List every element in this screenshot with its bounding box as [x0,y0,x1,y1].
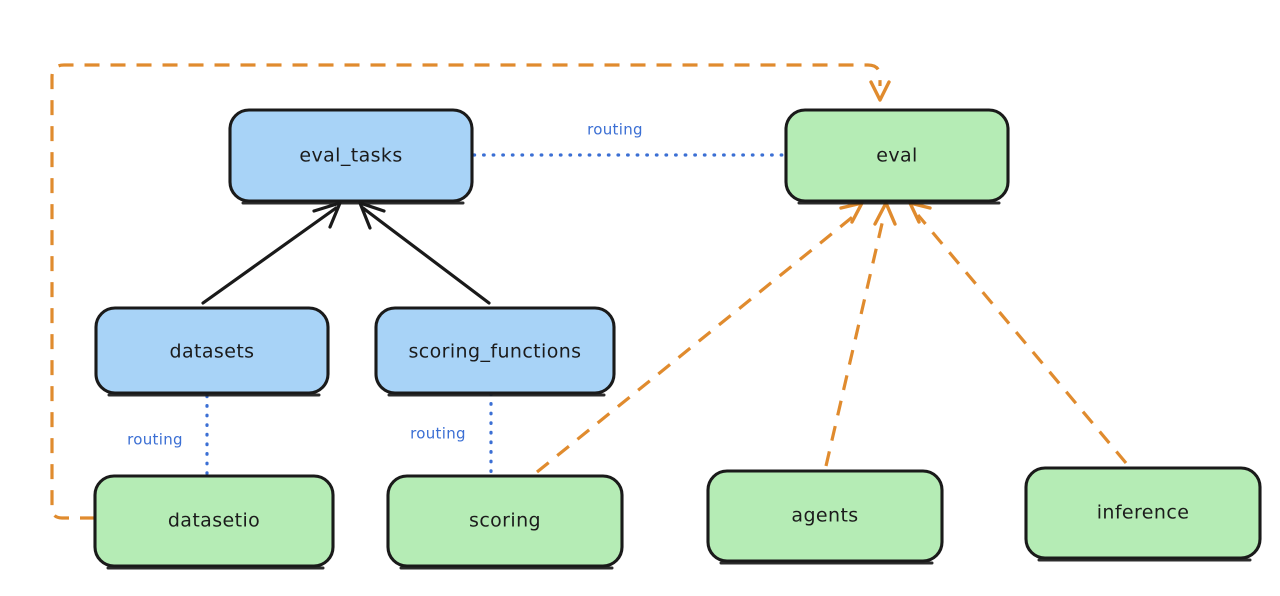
node-scoring[interactable]: scoring [386,474,624,570]
node-inference[interactable]: inference [1024,466,1262,562]
edge-label-routing-datasets: routing [127,431,183,449]
edge-datasetio-to-eval-arrowhead [869,80,891,102]
node-agents-shape [706,469,944,563]
edge-scoring-to-eval-line [535,213,857,474]
node-agents[interactable]: agents [706,469,944,565]
node-eval-tasks-shape [228,108,474,203]
dependency-edges [50,63,1128,520]
node-scoring-functions-label: scoring_functions [409,341,582,363]
edge-inference-to-eval [908,201,1128,465]
solid-edges [201,201,491,305]
node-eval-label: eval [876,145,917,167]
node-scoring-functions[interactable]: scoring_functions [374,306,616,397]
node-inference-label: inference [1097,502,1190,524]
node-scoring-functions-shape [374,306,616,395]
node-scoring-shape [386,474,624,568]
node-agents-label: agents [791,505,858,527]
edge-inference-to-eval-line [916,213,1128,465]
node-datasets[interactable]: datasets [94,306,330,397]
node-eval-tasks[interactable]: eval_tasks [228,108,474,205]
node-eval[interactable]: eval [784,108,1010,205]
node-eval-shape [784,108,1010,203]
node-datasetio-shape [93,474,335,568]
edge-agents-to-eval-arrowhead [873,201,897,226]
edge-datasets-to-eval-tasks [201,201,342,305]
node-datasets-shape [94,306,330,395]
edge-datasetio-to-eval [50,63,891,520]
edge-datasetio-to-eval-line [50,63,882,520]
node-datasetio-label: datasetio [168,510,260,532]
edge-datasets-to-eval-tasks-line [201,206,338,305]
edge-agents-to-eval-line [824,214,886,467]
edge-agents-to-eval [824,201,897,467]
edge-scoring-functions-to-eval-tasks [358,201,491,305]
edge-labels: routing routing routing [127,121,643,449]
node-datasetio[interactable]: datasetio [93,474,335,570]
edge-label-routing-scoring-functions: routing [410,425,466,443]
edge-label-routing-eval-tasks: routing [587,121,643,139]
routing-edges [205,153,786,479]
node-datasets-label: datasets [170,341,255,363]
node-scoring-label: scoring [469,510,541,532]
node-eval-tasks-label: eval_tasks [299,145,402,167]
node-inference-shape [1024,466,1262,560]
edge-scoring-functions-to-eval-tasks-line [361,206,491,305]
